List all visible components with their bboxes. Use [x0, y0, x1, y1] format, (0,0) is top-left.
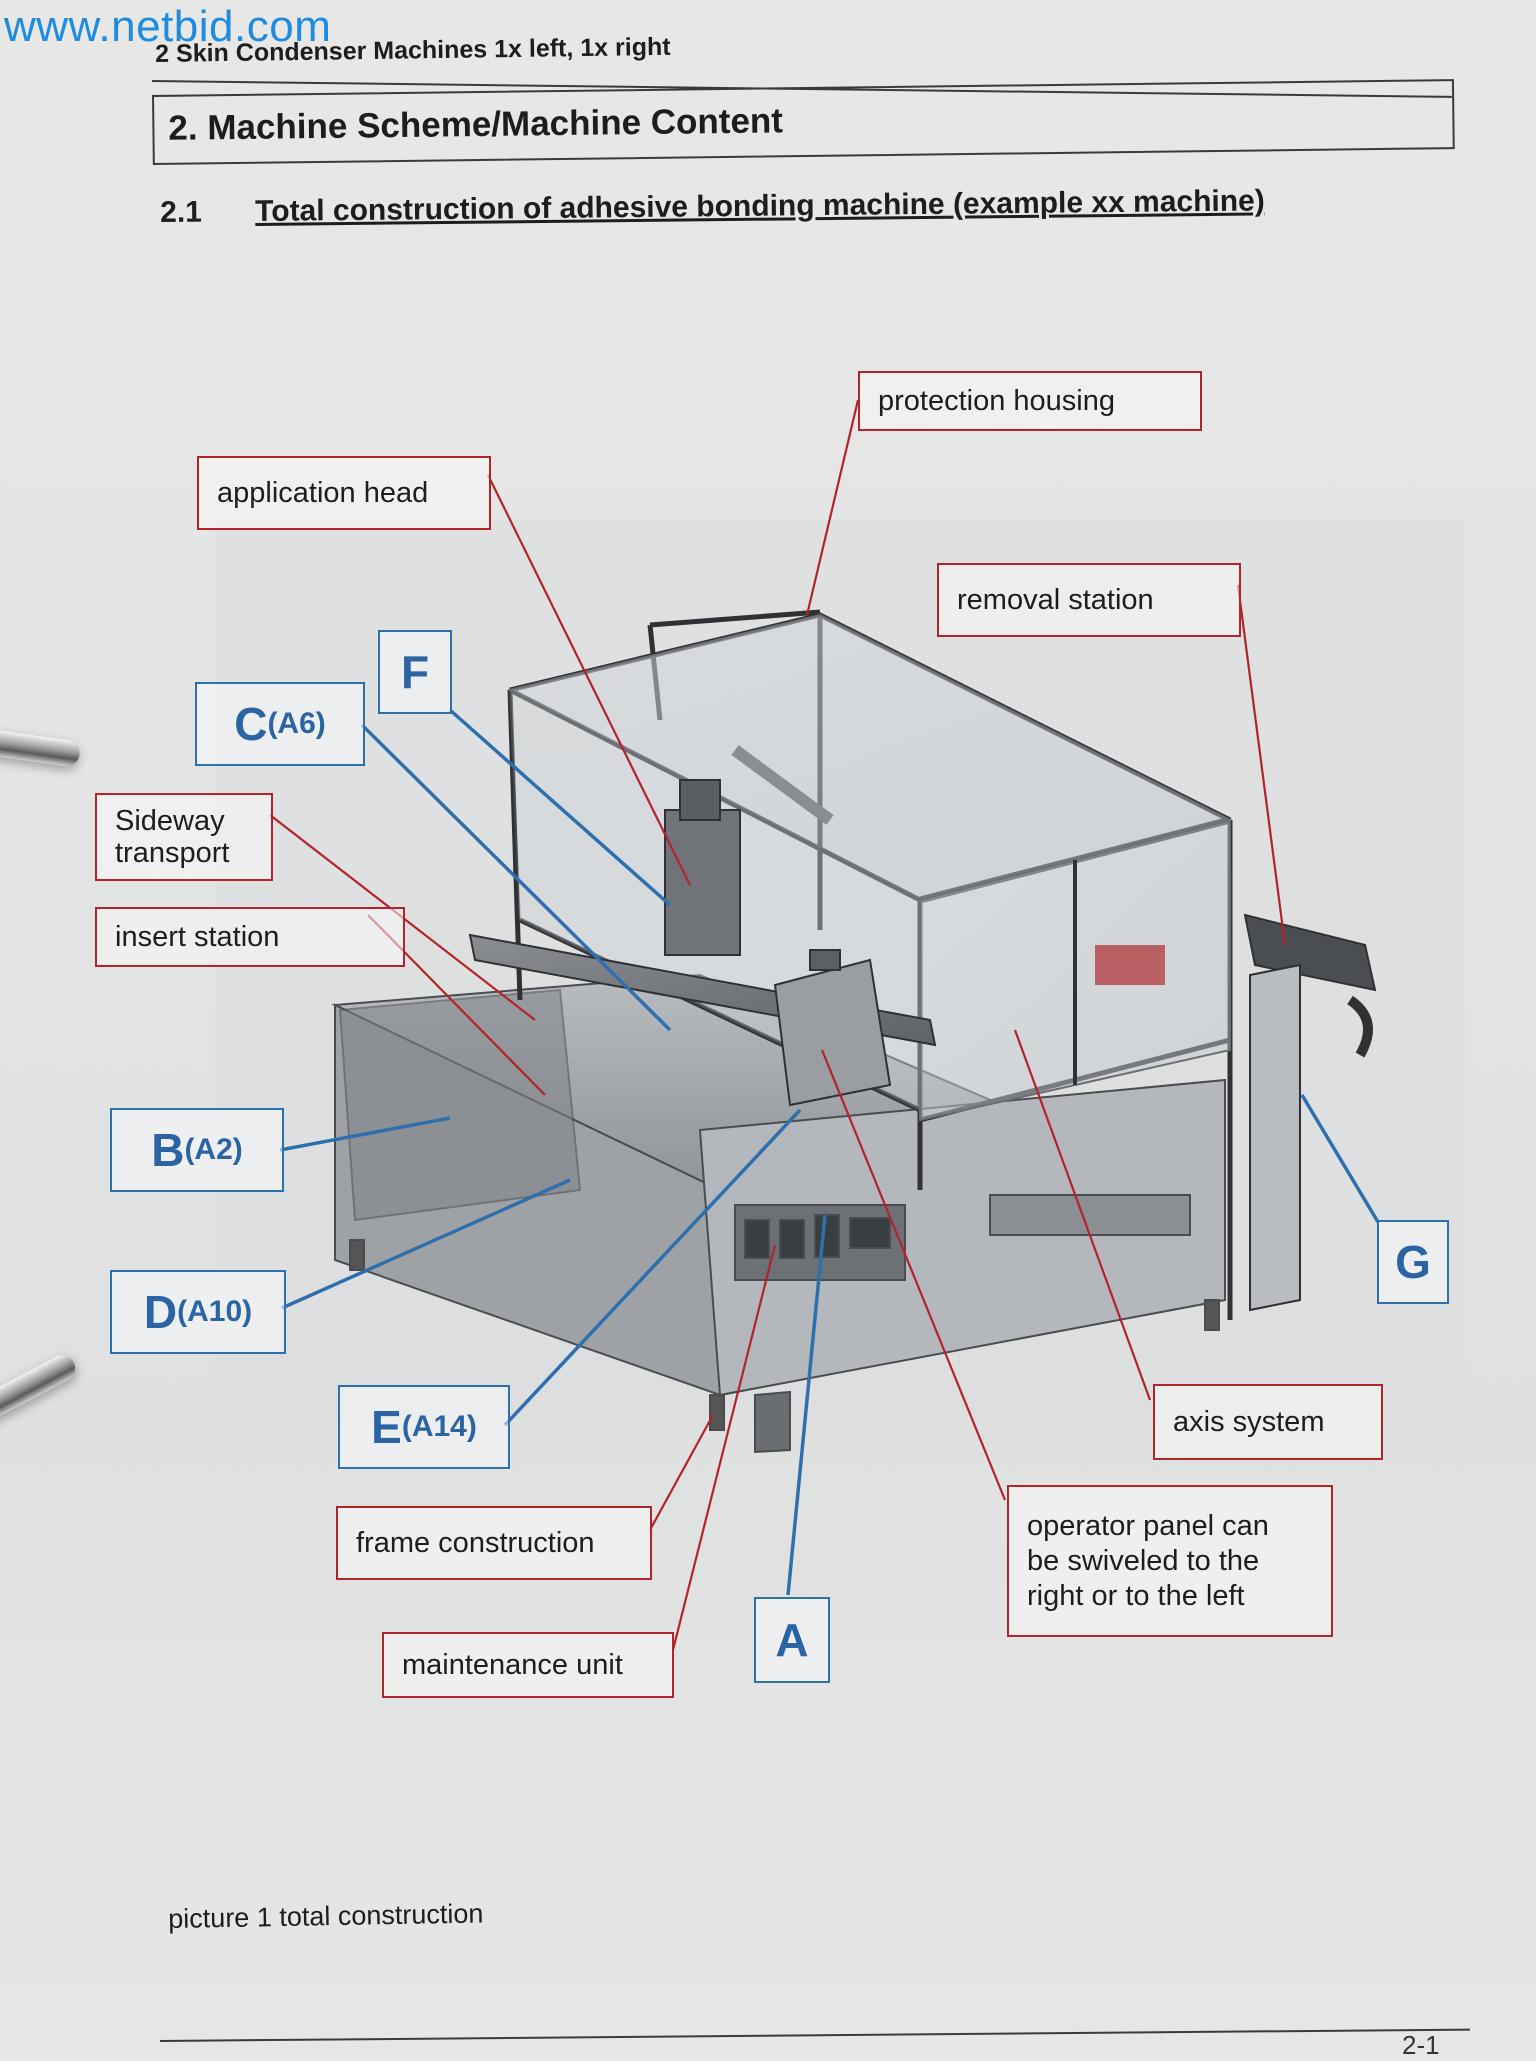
marker-g-letter: G — [1395, 1236, 1431, 1288]
label-protection-housing-text: protection housing — [878, 385, 1115, 417]
label-application-head: application head — [197, 456, 491, 530]
marker-d: D (A10) — [110, 1270, 286, 1354]
application-head — [468, 745, 937, 1107]
marker-a: A — [754, 1597, 830, 1683]
red-leader-lines — [269, 399, 1287, 1651]
figure-caption: picture 1 total construction — [168, 1898, 484, 1934]
marker-g: G — [1377, 1220, 1449, 1304]
watermark: www.netbid.com — [4, 2, 332, 51]
marker-e-code: (A14) — [401, 1410, 477, 1443]
marker-b-code: (A2) — [184, 1133, 243, 1166]
label-insert-station: insert station — [95, 907, 405, 967]
label-removal-station: removal station — [937, 563, 1241, 637]
label-operator-panel-line1: operator panel can — [1027, 1509, 1269, 1542]
removal-station — [1095, 913, 1377, 1312]
marker-e: E (A14) — [338, 1385, 510, 1469]
marker-d-code: (A10) — [177, 1295, 253, 1328]
marker-f-letter: F — [400, 646, 430, 698]
marker-d-letter: D — [143, 1286, 178, 1338]
label-operator-panel-line3: right or to the left — [1027, 1579, 1245, 1612]
label-sideway-transport-line1: Sideway — [115, 805, 225, 837]
page-number: 2-1 — [1402, 2030, 1440, 2060]
marker-c-code: (A6) — [267, 707, 326, 740]
marker-c: C (A6) — [195, 682, 365, 766]
label-operator-panel-line2: be swiveled to the — [1027, 1544, 1260, 1577]
marker-e-letter: E — [371, 1401, 402, 1453]
marker-c-letter: C — [234, 698, 268, 750]
marker-b: B (A2) — [110, 1108, 284, 1192]
marker-a-letter: A — [775, 1614, 809, 1666]
label-insert-station-text: insert station — [115, 921, 280, 953]
label-operator-panel: operator panel can be swiveled to the ri… — [1007, 1485, 1333, 1637]
label-removal-station-text: removal station — [957, 584, 1154, 616]
marker-b-letter: B — [151, 1124, 185, 1176]
label-sideway-transport: Sideway transport — [95, 793, 273, 881]
label-frame-construction: frame construction — [336, 1506, 652, 1580]
label-axis-system: axis system — [1153, 1384, 1383, 1460]
label-frame-construction-text: frame construction — [356, 1527, 595, 1559]
label-maintenance-unit: maintenance unit — [382, 1632, 674, 1698]
label-axis-system-text: axis system — [1173, 1406, 1325, 1438]
label-maintenance-unit-text: maintenance unit — [402, 1649, 623, 1681]
label-application-head-text: application head — [217, 477, 429, 509]
label-sideway-transport-line2: transport — [115, 837, 230, 869]
label-protection-housing: protection housing — [858, 371, 1202, 431]
marker-f: F — [378, 630, 452, 714]
blue-leader-lines — [279, 708, 1380, 1596]
